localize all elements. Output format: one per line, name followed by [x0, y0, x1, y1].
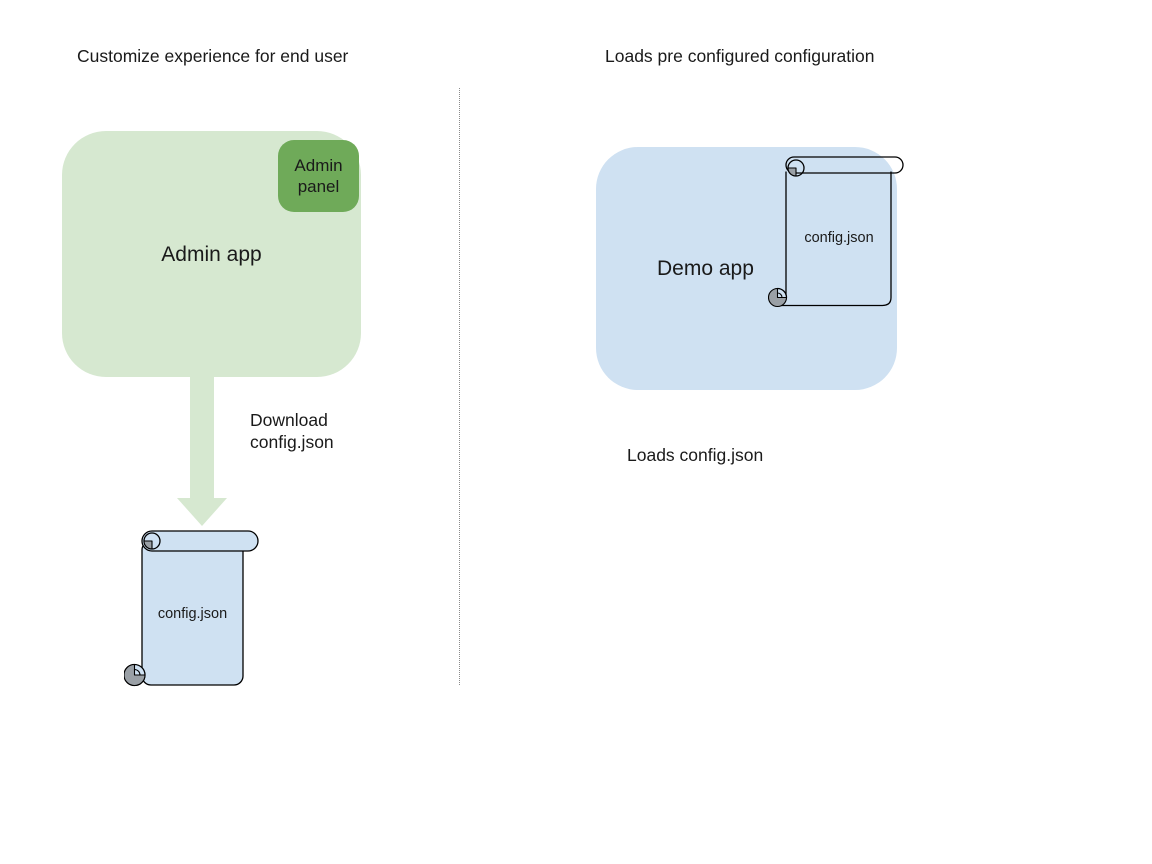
left-section-title: Customize experience for end user: [77, 46, 349, 66]
admin-app-shape: Admin app Admin panel: [62, 131, 361, 377]
admin-panel-label: Admin panel: [294, 156, 343, 196]
right-section-title: Loads pre configured configuration: [605, 46, 875, 66]
scroll-bottom-curl-shade: [768, 287, 788, 308]
config-file-label-left: config.json: [157, 606, 228, 622]
loads-config-caption: Loads config.json: [627, 445, 764, 465]
scroll-top-roll: [141, 530, 259, 552]
demo-app-shape: Demo app: [596, 147, 897, 390]
scroll-top-roll: [785, 156, 904, 174]
section-divider-line: [459, 88, 460, 685]
scroll-bottom-curl-shade: [124, 663, 146, 687]
scroll-bottom-curl-outline: [776, 287, 788, 299]
scroll-roll-core-shade: [143, 540, 153, 550]
scroll-roll-core-shade: [787, 167, 797, 177]
demo-app-label: Demo app: [657, 257, 754, 280]
download-arrow-shape: [177, 376, 227, 526]
config-file-label-right: config.json: [804, 230, 874, 246]
download-arrow-label: Download config.json: [250, 410, 334, 452]
scroll-bottom-curl-hook: [776, 292, 783, 299]
admin-app-label: Admin app: [161, 242, 262, 266]
scroll-body: [780, 171, 892, 307]
scroll-bottom-curl-hook: [133, 668, 141, 676]
admin-panel-shape: Admin panel: [278, 140, 359, 212]
down-arrow-icon: [177, 376, 227, 526]
config-scroll-shape-right: [768, 156, 904, 308]
config-scroll-shape-left: [124, 530, 259, 687]
